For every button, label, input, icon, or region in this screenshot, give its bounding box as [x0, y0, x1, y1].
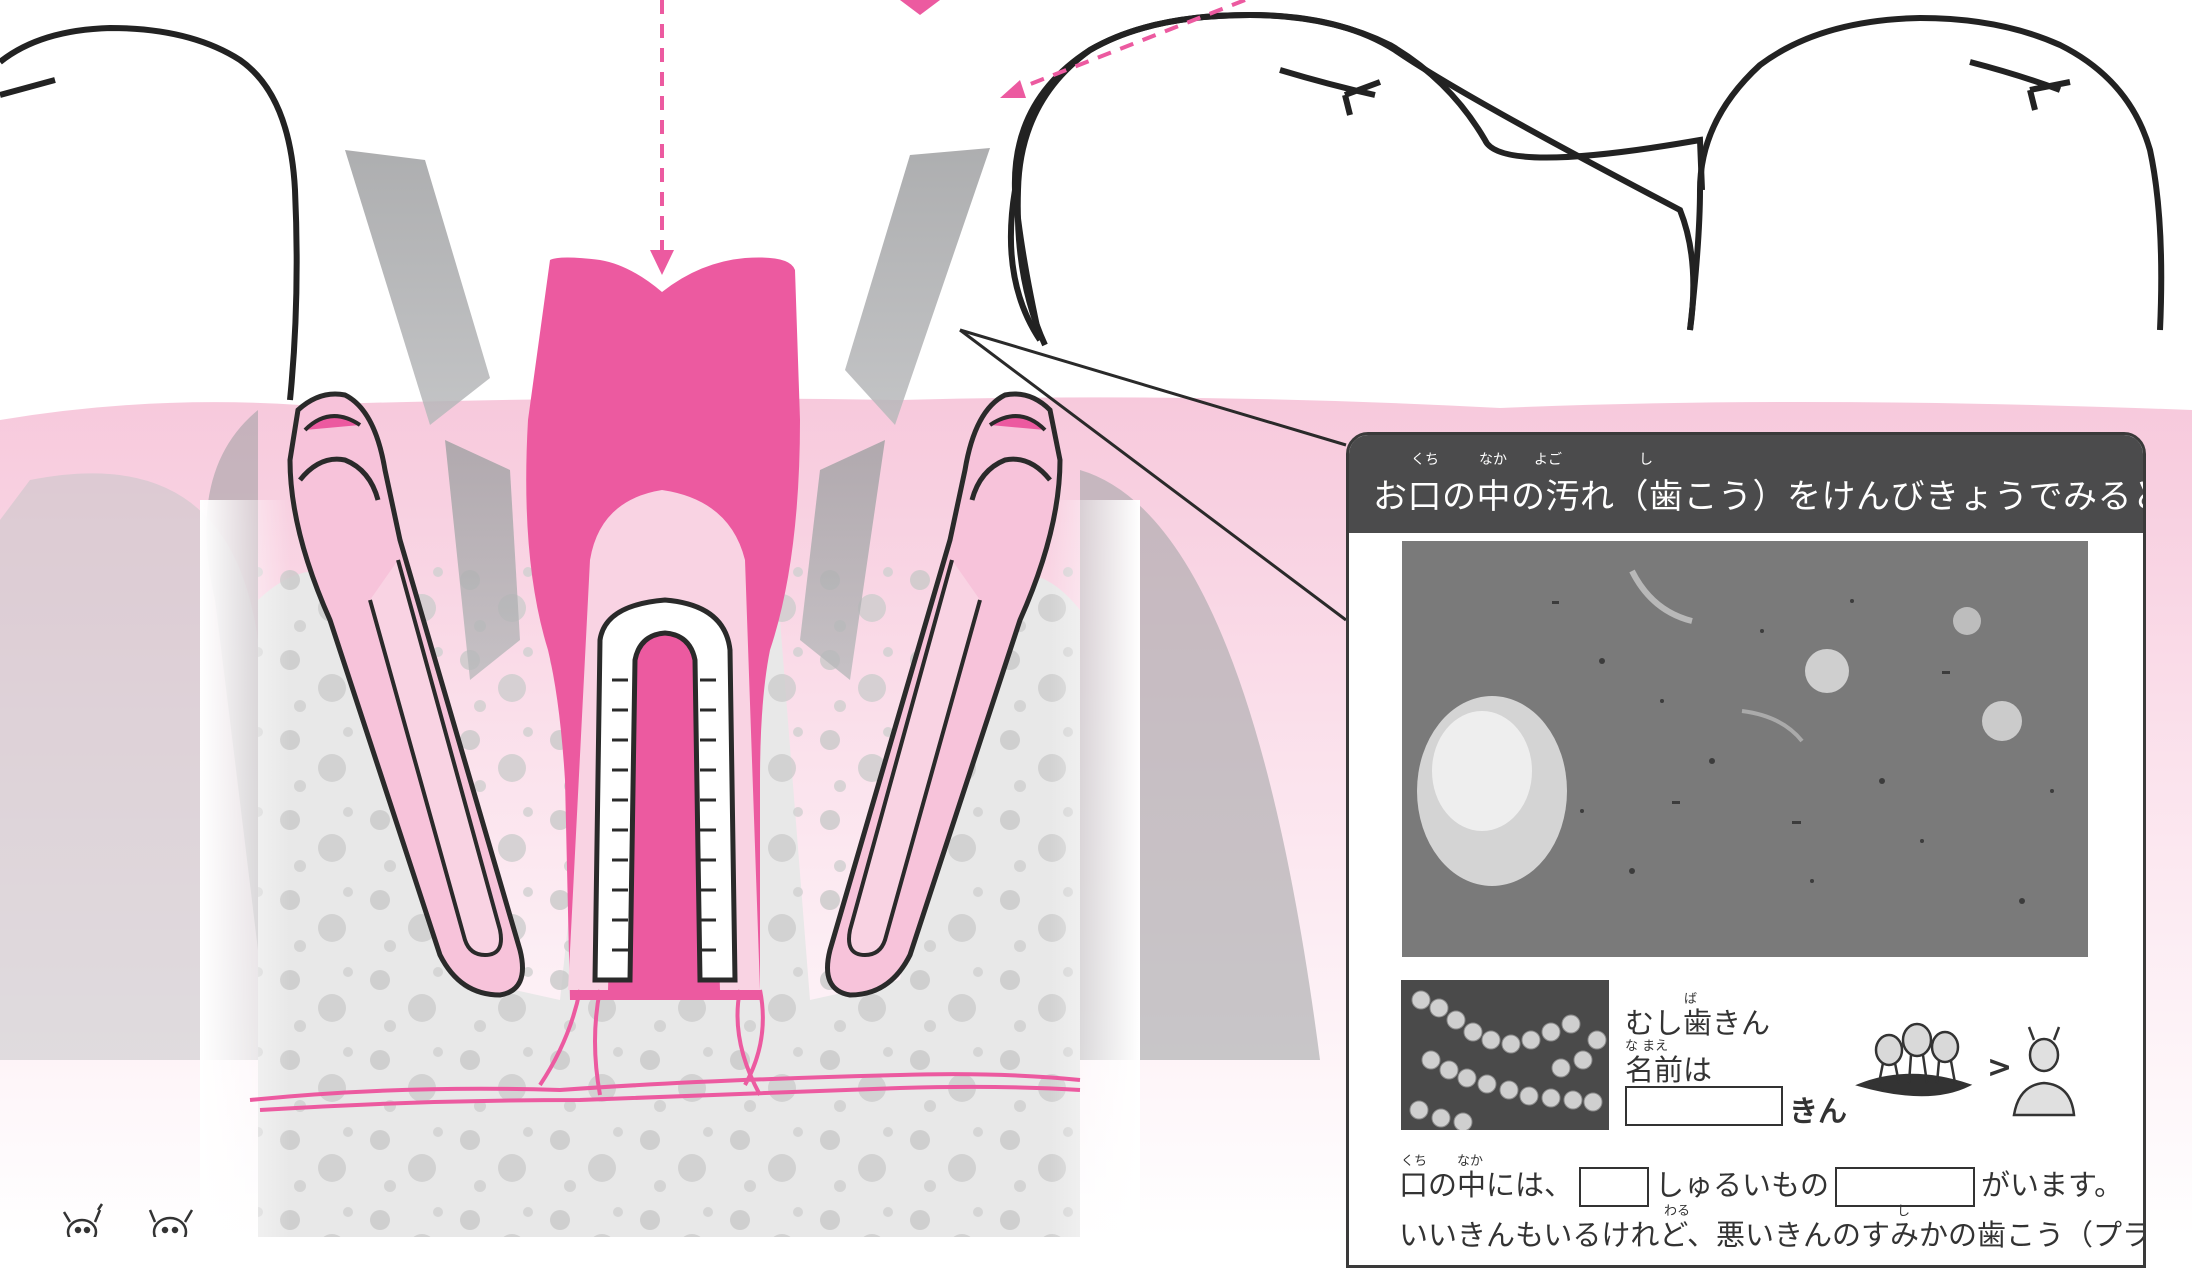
- tartar-left-upper: [345, 150, 490, 425]
- ruby-shi: し: [1639, 449, 1653, 469]
- neighbor-tooth-right-1-outline: [1018, 15, 1694, 345]
- arrow-head-top: [900, 0, 940, 15]
- ruby-yogo: よご: [1534, 449, 1562, 469]
- kind-count-box[interactable]: [1579, 1167, 1649, 1207]
- line-kuchi-part2: しゅるいもの: [1655, 1168, 1829, 1202]
- neighbor-tooth-right-1: [1015, 15, 1702, 340]
- panel-header: くち なか よご し お口の中の汚れ（歯こう）をけんびきょうでみると…？: [1349, 435, 2143, 533]
- mushroom-bacteria-icon: >: [1849, 1005, 2079, 1135]
- greater-sign: >: [1987, 1050, 2012, 1085]
- line-kuchi: 口の中には、 しゅるいもの がいます。: [1399, 1162, 2123, 1207]
- line-last: いいきんもいるけれど、悪いきんのすみかの歯こう（プラーク）: [1399, 1212, 2146, 1254]
- bacteria-sem-photo: [1401, 980, 1609, 1130]
- line-kuchi-part1: 口の中には、: [1399, 1168, 1573, 1202]
- label-namae: 名前は: [1625, 1047, 1712, 1089]
- name-answer-box[interactable]: [1625, 1086, 1783, 1126]
- microscope-panel: くち なか よご し お口の中の汚れ（歯こう）をけんびきょうでみると…？: [1346, 432, 2146, 1268]
- line-kuchi-part3: がいます。: [1981, 1168, 2123, 1202]
- ruby-naka: なか: [1479, 449, 1507, 469]
- microscope-photo: [1402, 541, 2088, 957]
- ruby-kuchi: くち: [1411, 449, 1439, 469]
- label-kin: きん: [1789, 1088, 1847, 1130]
- tartar-right-upper: [845, 148, 990, 425]
- panel-title: お口の中の汚れ（歯こう）をけんびきょうでみると…？: [1373, 469, 2146, 518]
- dashed-arrow-icon: [1010, 0, 1245, 92]
